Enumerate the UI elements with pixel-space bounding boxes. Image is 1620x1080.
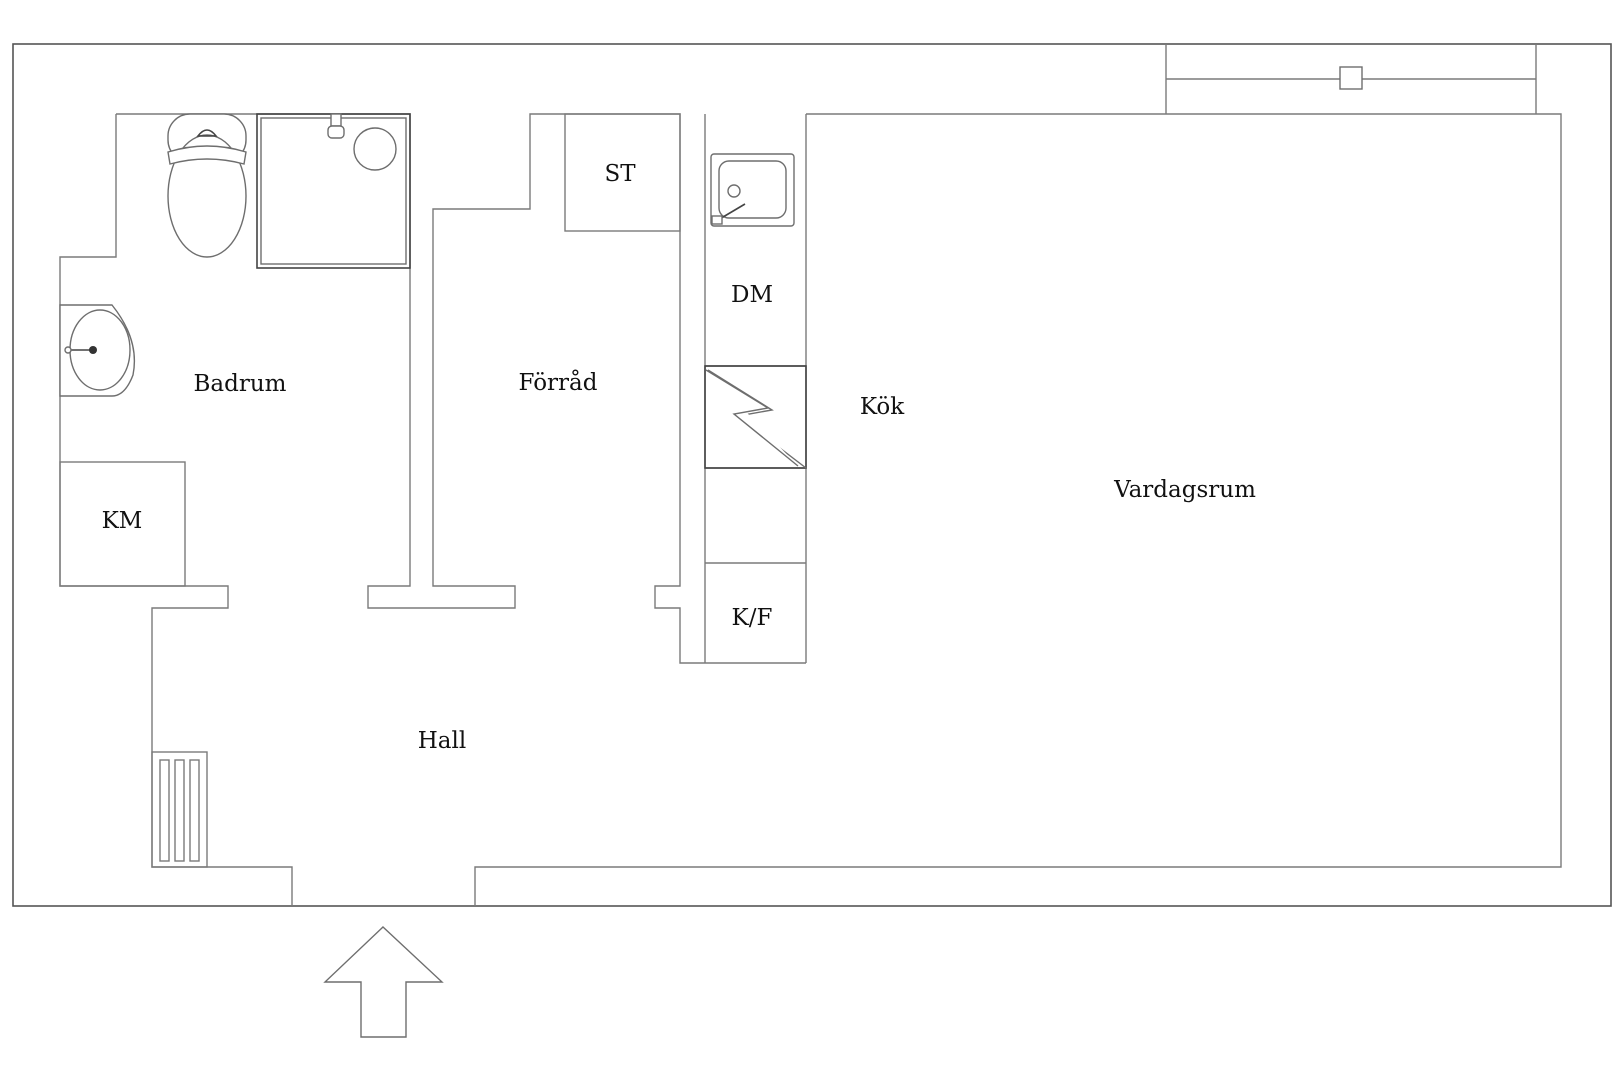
stove-icon	[704, 365, 807, 469]
fixture-label-km: KM	[102, 508, 143, 534]
washing-machine-box	[59, 461, 186, 587]
room-label-forrad: Förråd	[519, 369, 598, 396]
fixture-label-kf: K/F	[732, 605, 773, 631]
radiator-icon	[151, 751, 208, 868]
room-label-hall: Hall	[418, 728, 466, 754]
window-icon	[1165, 44, 1537, 114]
washbasin-icon	[59, 304, 136, 397]
entrance-arrow-icon	[323, 926, 444, 1038]
kitchen-sink-icon	[710, 153, 795, 227]
hall-wall	[474, 113, 1562, 906]
bathroom-outline	[59, 114, 293, 906]
room-label-kok: Kök	[860, 394, 905, 420]
room-label-vardagsrum: Vardagsrum	[1113, 477, 1256, 503]
shower-icon	[256, 113, 411, 269]
storage-cabinet	[564, 113, 681, 232]
room-label-badrum: Badrum	[194, 371, 287, 397]
bathroom-wall	[116, 113, 806, 664]
fixture-label-dm: DM	[731, 282, 773, 308]
outer-wall	[12, 43, 1612, 907]
fixture-label-st: ST	[604, 161, 636, 187]
toilet-icon	[167, 113, 247, 258]
